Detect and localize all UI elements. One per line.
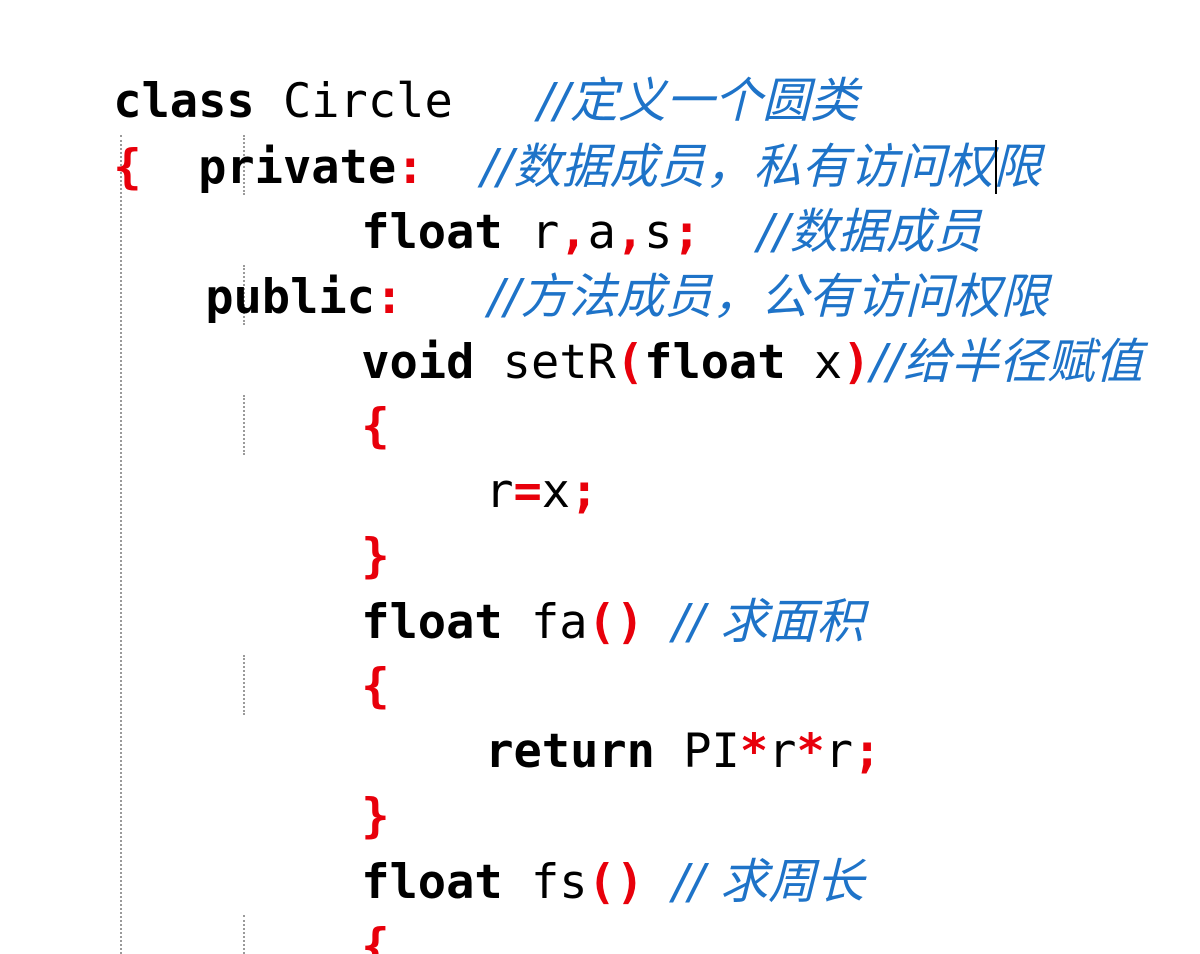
identifier-token: PI bbox=[654, 724, 740, 779]
brace-token: } bbox=[361, 789, 390, 844]
comma-token: , bbox=[559, 205, 588, 260]
identifier-token: x bbox=[785, 335, 843, 390]
code-line-3[interactable]: float r,a,s; //数据成员 bbox=[248, 133, 982, 260]
indent-guide-inner bbox=[243, 265, 245, 325]
identifier-token: setR bbox=[474, 335, 616, 390]
semicolon-token: ; bbox=[853, 724, 882, 779]
semicolon-token: ; bbox=[672, 205, 701, 260]
comment-token: //数据成员 bbox=[757, 204, 982, 260]
code-line-1[interactable]: class Circle //定义一个圆类 bbox=[0, 2, 858, 129]
brace-token: { bbox=[361, 919, 390, 954]
code-line-9[interactable]: float fa() // 求面积 bbox=[248, 523, 864, 650]
identifier-token: Circle bbox=[254, 74, 538, 129]
code-line-14[interactable]: { bbox=[248, 848, 389, 954]
comment-token: // 求面积 bbox=[672, 594, 865, 650]
indent-guide-inner bbox=[243, 655, 245, 715]
identifier-token: fs bbox=[502, 855, 588, 910]
comma-token: , bbox=[615, 205, 645, 260]
identifier-token: fa bbox=[502, 595, 588, 650]
colon-token: : bbox=[396, 140, 425, 195]
identifier-token: r bbox=[485, 464, 514, 519]
paren-token: () bbox=[587, 855, 645, 910]
operator-token: * bbox=[739, 724, 769, 779]
indent-guide-inner bbox=[243, 395, 245, 455]
identifier-token: r bbox=[824, 724, 854, 779]
keyword-token: float bbox=[361, 855, 503, 910]
code-line-6[interactable]: { bbox=[248, 328, 389, 454]
keyword-token: return bbox=[485, 724, 655, 779]
code-line-4[interactable]: public: //方法成员，公有访问权限 bbox=[92, 198, 1048, 325]
brace-token: { bbox=[113, 140, 142, 195]
paren-token: () bbox=[587, 595, 645, 650]
keyword-token: void bbox=[361, 335, 475, 390]
code-line-2[interactable]: { private: //数据成员，私有访问权限 bbox=[0, 68, 1041, 195]
code-line-15[interactable]: return 2*PI*r; bbox=[372, 913, 881, 954]
keyword-token: float bbox=[361, 595, 503, 650]
indent-guide-inner bbox=[243, 915, 245, 954]
text-caret bbox=[995, 140, 997, 194]
paren-token: ( bbox=[615, 335, 645, 390]
whitespace-token bbox=[644, 595, 672, 650]
keyword-token: private bbox=[198, 140, 397, 195]
operator-token: = bbox=[513, 464, 542, 519]
code-line-7[interactable]: r=x; bbox=[372, 393, 598, 519]
code-line-13[interactable]: float fs() // 求周长 bbox=[248, 783, 864, 910]
keyword-token: float bbox=[644, 335, 786, 390]
code-line-8[interactable]: } bbox=[248, 458, 389, 584]
comment-token: //给半径赋值 bbox=[870, 334, 1143, 390]
code-line-11[interactable]: return PI*r*r; bbox=[372, 653, 881, 779]
brace-token: { bbox=[361, 399, 390, 454]
code-line-5[interactable]: void setR(float x)//给半径赋值 bbox=[248, 263, 1143, 390]
comment-token: //方法成员，公有访问权限 bbox=[488, 269, 1049, 325]
whitespace-token bbox=[644, 855, 672, 910]
keyword-token: float bbox=[361, 205, 503, 260]
keyword-token: public bbox=[205, 270, 375, 325]
comment-token: //定义一个圆类 bbox=[537, 73, 858, 129]
brace-token: } bbox=[361, 529, 390, 584]
colon-token: : bbox=[374, 270, 404, 325]
semicolon-token: ; bbox=[570, 464, 599, 519]
identifier-token: s bbox=[644, 205, 673, 260]
comment-token: // 求周长 bbox=[672, 854, 865, 910]
identifier-token: r bbox=[768, 724, 797, 779]
paren-token: ) bbox=[842, 335, 871, 390]
indent-guide-inner bbox=[243, 135, 245, 195]
operator-token: * bbox=[796, 724, 825, 779]
identifier-token: a bbox=[587, 205, 616, 260]
brace-token: { bbox=[361, 659, 390, 714]
code-line-12[interactable]: } bbox=[248, 718, 389, 844]
identifier-token: r bbox=[502, 205, 560, 260]
code-line-10[interactable]: { bbox=[248, 588, 389, 714]
keyword-token: class bbox=[113, 74, 255, 129]
whitespace-token bbox=[141, 140, 198, 195]
indent-guide-outer bbox=[120, 135, 122, 954]
comment-token: //数据成员，私有访问权限 bbox=[481, 139, 1042, 195]
identifier-token: x bbox=[541, 464, 571, 519]
